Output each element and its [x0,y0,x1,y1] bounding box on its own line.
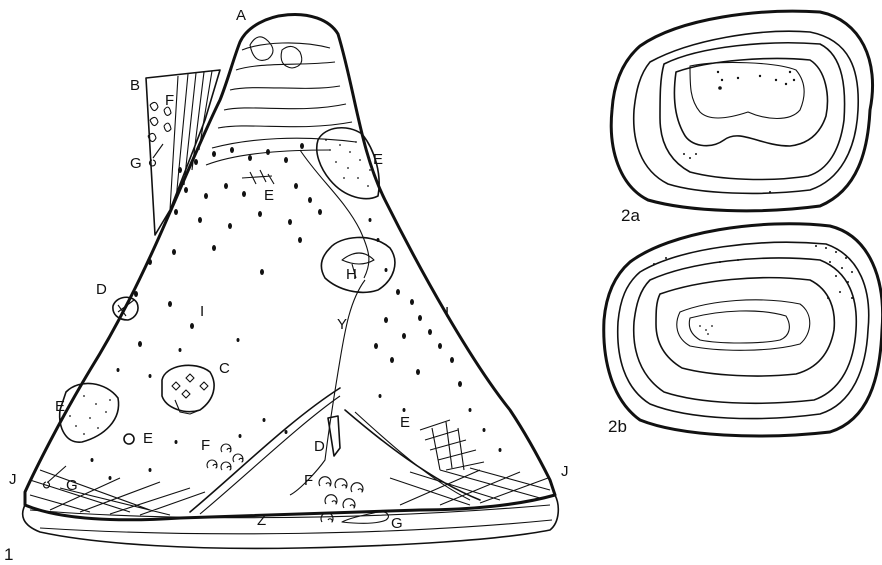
label-h: H [346,266,357,283]
label-z: Z [257,512,266,529]
figure-2a-drawing [611,11,872,211]
label-g-left: G [66,477,78,494]
label-y: Y [337,316,347,333]
tusk-g-left [43,466,66,488]
coiled-shells-f-mid [207,444,243,470]
branching-e-right [420,420,484,470]
label-e-center-top: E [264,187,274,204]
stippled-patch-e-left [60,383,119,442]
label-a: A [236,7,246,24]
banded-apex [206,37,356,165]
branching-e-center [242,170,274,184]
cluster-c [162,365,214,414]
label-i-left: I [200,303,204,320]
label-g-top: G [130,155,142,172]
figure-2b-number: 2b [608,417,627,436]
label-i-right: I [445,304,449,321]
label-d-mid: D [314,438,325,455]
ring-e-small [124,434,134,444]
figure-1-number: 1 [4,545,13,564]
label-c: C [219,360,230,377]
label-j-right: J [561,463,569,480]
label-f-top: F [165,92,174,109]
label-e-top-right: E [373,151,383,168]
label-e-left: E [55,398,65,415]
label-g-bottom: G [391,515,403,532]
label-f-mid: F [201,437,210,454]
stipple-e-left [69,395,111,435]
attached-wedge-b [146,70,220,235]
figure-2b-drawing [604,224,882,436]
cone-outline [25,14,555,519]
circle-h [321,237,394,292]
figure-2a-number: 2a [621,206,640,225]
label-e-right: E [400,414,410,431]
label-j-left: J [9,471,17,488]
label-f-bottom: F [304,472,313,489]
coiled-shells-f-bottom [319,477,363,522]
label-e-small: E [143,430,153,447]
label-b: B [130,77,140,94]
label-d-left: D [96,281,107,298]
